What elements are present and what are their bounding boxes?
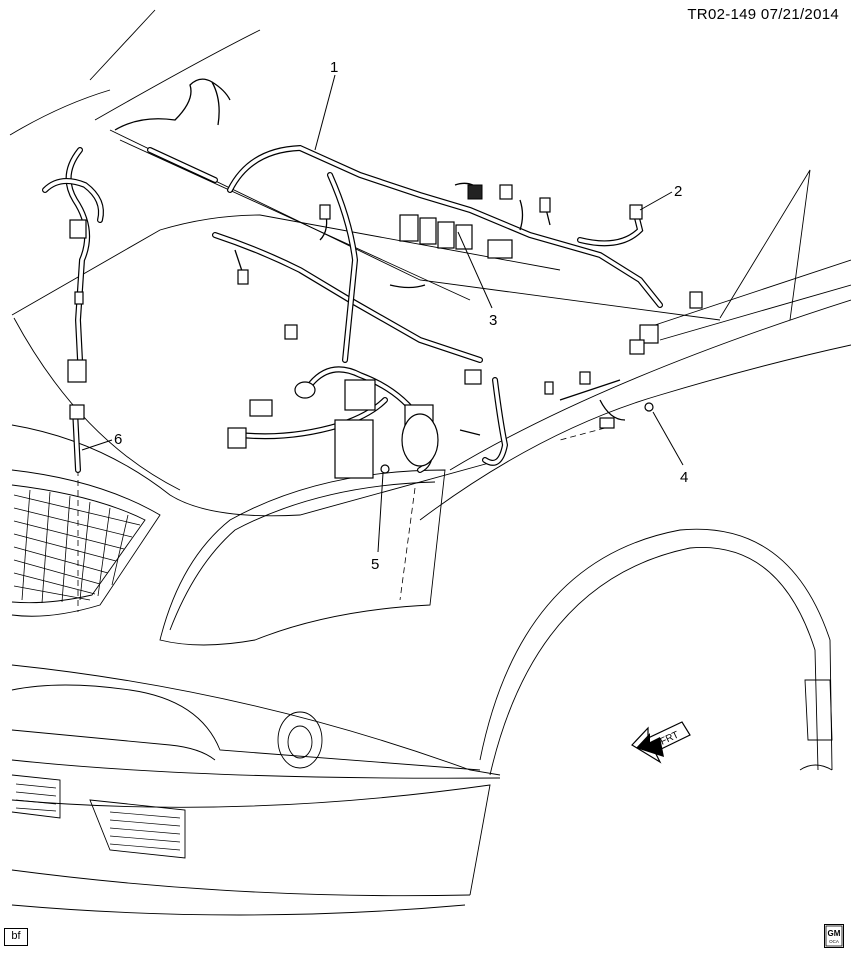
vehicle-body [9, 9, 851, 916]
callout-4: 4 [680, 469, 688, 486]
callout-leaders [81, 74, 684, 553]
guide-lines [77, 427, 606, 612]
bolt-5 [380, 464, 390, 474]
logo-bottom-text: OCA [829, 939, 839, 944]
reference-code: TR02-149 [687, 6, 757, 23]
fasteners [380, 402, 654, 474]
callout-5: 5 [371, 556, 379, 573]
thin-wires [114, 78, 626, 436]
grille-mesh [13, 489, 141, 604]
reference-date: 07/21/2014 [760, 6, 839, 23]
lower-grille-mesh [15, 783, 181, 851]
callout-2: 2 [674, 183, 682, 200]
bolt-4 [644, 402, 654, 412]
diagram-reference: TR02-149 07/21/2014 [687, 6, 839, 23]
callout-1: 1 [330, 59, 338, 76]
callout-6: 6 [114, 431, 122, 448]
front-arrow-icon: FRT [631, 721, 691, 764]
logo-top-text: GM [828, 929, 841, 938]
callouts: 1 2 3 4 5 6 [114, 59, 688, 573]
view-badge: bf [4, 928, 28, 946]
callout-3: 3 [489, 312, 497, 329]
gm-logo-icon: GM OCA [824, 924, 844, 948]
harness-connectors [67, 184, 703, 479]
